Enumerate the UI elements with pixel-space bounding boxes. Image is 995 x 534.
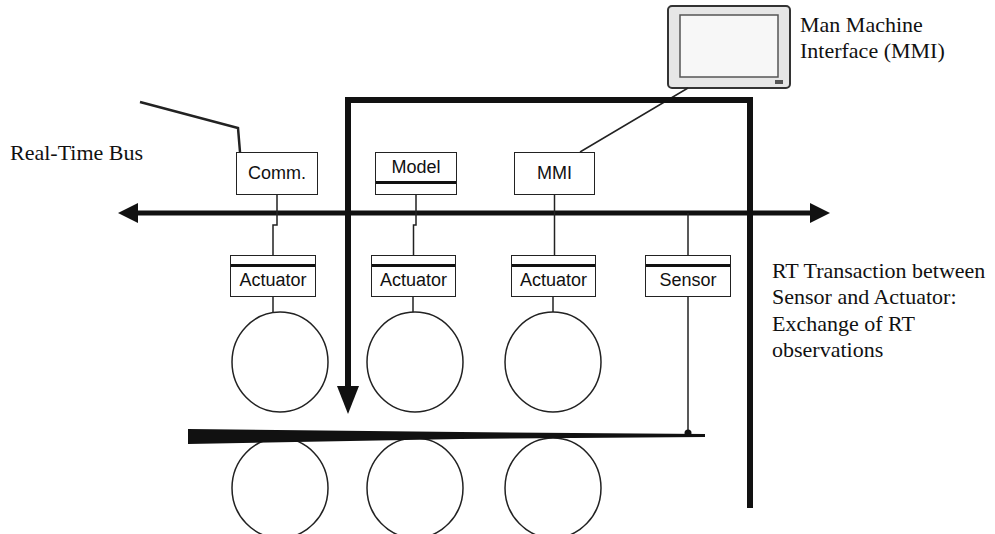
- model-bar: [231, 264, 315, 267]
- box-label: MMI: [537, 164, 572, 184]
- sensor-bus-wire: [687, 213, 689, 255]
- rt-transaction-arrow: [337, 100, 750, 508]
- comm-wire: [140, 102, 240, 152]
- link-line: [414, 195, 417, 255]
- model-bar: [646, 264, 730, 267]
- component-box: Actuator: [371, 255, 456, 297]
- annotation-label: RT Transaction between Sensor and Actuat…: [772, 258, 987, 364]
- model-bar: [512, 264, 595, 267]
- bus-arrow: [118, 203, 830, 223]
- link-line: [554, 195, 555, 255]
- link-line: [273, 195, 277, 255]
- sensor-point: [685, 430, 692, 437]
- annotation-label: Real-Time Bus: [10, 140, 210, 166]
- component-box: MMI: [514, 152, 595, 195]
- box-label: Comm.: [248, 164, 306, 184]
- metal-strip: [188, 429, 705, 444]
- box-label: Actuator: [239, 271, 306, 291]
- component-box: Model: [375, 152, 457, 195]
- model-bar: [376, 181, 456, 184]
- actuator-roller-wires: [273, 297, 553, 312]
- box-label: Actuator: [520, 271, 587, 291]
- sensor-probe: [687, 297, 689, 432]
- component-box: Actuator: [230, 255, 316, 297]
- model-bar: [372, 264, 455, 267]
- monitor-icon: [668, 6, 790, 88]
- component-box: Actuator: [511, 255, 596, 297]
- rollers: [232, 312, 601, 534]
- component-box: Comm.: [236, 152, 318, 195]
- box-label: Sensor: [659, 271, 716, 291]
- component-box: Sensor: [645, 255, 731, 297]
- box-label: Model: [391, 158, 440, 178]
- annotation-label: Man Machine Interface (MMI): [800, 12, 970, 65]
- box-label: Actuator: [380, 271, 447, 291]
